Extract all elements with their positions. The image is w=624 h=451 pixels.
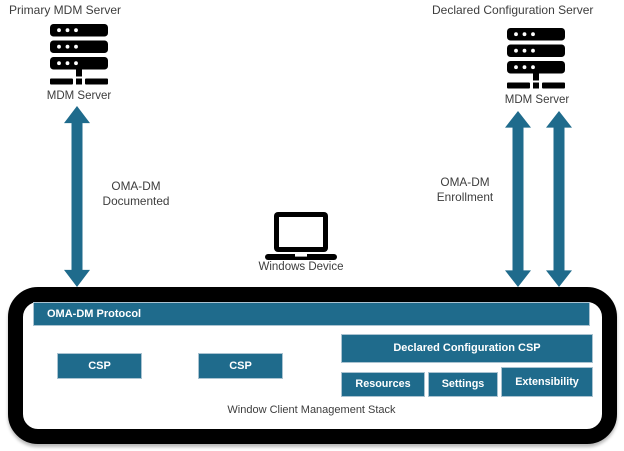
- oma-dm-documented-arrow: [64, 106, 90, 287]
- windows-device-label: Windows Device: [258, 261, 344, 273]
- oma-dm-enrollment-label: OMA-DM Enrollment: [436, 175, 494, 204]
- oma-dm-documented-label: OMA-DM Documented: [102, 179, 170, 208]
- primary-mdm-server-caption: MDM Server: [46, 90, 112, 102]
- declared-configuration-server-title: Declared Configuration Server: [432, 3, 594, 17]
- oma-dm-protocol-bar: OMA-DM Protocol: [33, 302, 590, 326]
- declared-configuration-csp-box: Declared Configuration CSP: [341, 334, 593, 363]
- laptop-icon: [265, 212, 337, 260]
- server-icon: [507, 28, 565, 89]
- server-icon: [50, 24, 108, 85]
- csp-box-middle: CSP: [198, 353, 283, 379]
- resources-box: Resources: [341, 372, 425, 397]
- oma-dm-enrollment-arrow-left: [505, 111, 531, 287]
- oma-dm-enrollment-arrow-right: [546, 111, 572, 287]
- csp-box-left: CSP: [57, 353, 142, 379]
- stack-caption: Window Client Management Stack: [227, 404, 396, 416]
- declared-mdm-server-caption: MDM Server: [504, 94, 570, 106]
- extensibility-box: Extensibility: [501, 367, 593, 397]
- settings-box: Settings: [428, 372, 498, 397]
- primary-mdm-server-title: Primary MDM Server: [9, 3, 122, 17]
